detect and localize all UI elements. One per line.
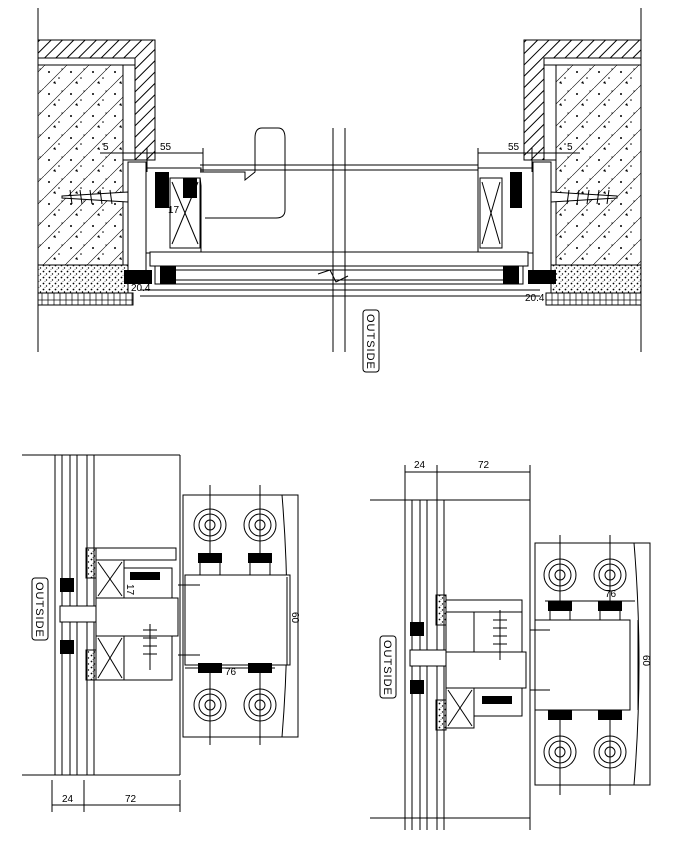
dim-bl-72: 72	[125, 794, 137, 805]
left-gravel	[37, 264, 129, 294]
dim-bl-24: 24	[62, 794, 74, 805]
left-sill	[37, 292, 134, 306]
left-concrete	[37, 64, 124, 266]
sash-rail	[149, 251, 529, 267]
right-gravel	[550, 264, 642, 294]
left-frame-profile	[127, 161, 147, 281]
outside-label-box-left	[31, 577, 49, 641]
bottom-right-section-detail: 24 72 76 60 OUTSIDE	[370, 460, 651, 830]
right-sill	[545, 292, 642, 306]
dim-bl-76: 76	[225, 667, 237, 678]
outside-label-top: OUTSIDE	[364, 314, 376, 370]
dim-left-55: 55	[160, 142, 172, 153]
glazing-unit	[154, 265, 524, 285]
dim-br-76: 76	[605, 589, 617, 600]
dim-left-204: 20.4	[131, 283, 151, 294]
dim-right-5: 5	[567, 142, 573, 153]
top-plan-detail: 55 5 17 20.4 55 5 20.4 OUTSIDE	[37, 8, 642, 373]
dim-right-204: 20.4	[525, 293, 545, 304]
dim-br-60: 60	[640, 655, 651, 667]
dim-br-72: 72	[478, 460, 490, 471]
dim-br-24: 24	[414, 460, 426, 471]
dim-right-55: 55	[508, 142, 520, 153]
right-frame-profile	[532, 161, 552, 281]
window-handle	[200, 127, 286, 219]
dim-left-5: 5	[103, 142, 109, 153]
outside-label-right: OUTSIDE	[381, 640, 393, 696]
outside-label-box-right	[379, 635, 397, 699]
dim-bl-60: 60	[289, 612, 300, 624]
bottom-left-section-detail: 17 60 76 24 72 OUTSIDE	[22, 454, 300, 812]
outside-label-box-top	[362, 309, 380, 373]
right-concrete	[555, 64, 642, 266]
outside-label-left: OUTSIDE	[33, 582, 45, 638]
dim-bl-17: 17	[124, 584, 135, 596]
dim-left-17: 17	[168, 205, 180, 216]
